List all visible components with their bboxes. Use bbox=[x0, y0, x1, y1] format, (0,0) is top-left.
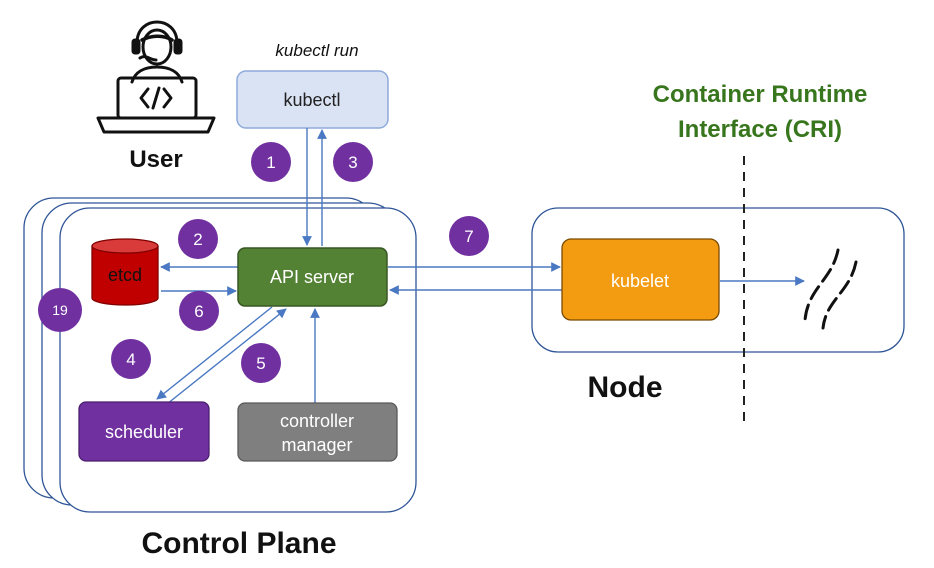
step-badge-19: 19 bbox=[38, 288, 82, 332]
cri-label-line2: Interface (CRI) bbox=[678, 116, 842, 143]
kubelet-box[interactable]: kubelet bbox=[561, 238, 720, 321]
step-badge-2: 2 bbox=[178, 219, 218, 259]
etcd-database[interactable]: etcd bbox=[91, 238, 159, 306]
step-badge-1: 1 bbox=[251, 142, 291, 182]
svg-text:3: 3 bbox=[348, 153, 357, 172]
svg-text:1: 1 bbox=[266, 153, 275, 172]
scheduler-box[interactable]: scheduler bbox=[78, 401, 210, 462]
control-plane-frames bbox=[23, 197, 417, 513]
user-label: User bbox=[129, 146, 182, 173]
cri-label-line1: Container Runtime bbox=[653, 81, 868, 108]
kubectl-box-label: kubectl bbox=[283, 90, 340, 110]
step-badge-3: 3 bbox=[333, 142, 373, 182]
svg-text:4: 4 bbox=[126, 350, 135, 369]
controller-manager-line1: controller bbox=[280, 411, 354, 431]
step-badge-6: 6 bbox=[179, 291, 219, 331]
svg-text:6: 6 bbox=[194, 302, 203, 321]
svg-text:7: 7 bbox=[464, 227, 473, 246]
svg-text:19: 19 bbox=[52, 302, 68, 318]
controller-manager-line2: manager bbox=[281, 435, 352, 455]
kubectl-box[interactable]: kubectl bbox=[236, 70, 389, 129]
svg-text:5: 5 bbox=[256, 354, 265, 373]
developer-laptop-icon bbox=[96, 20, 216, 134]
kubelet-label: kubelet bbox=[611, 271, 669, 291]
node-label: Node bbox=[588, 371, 663, 404]
container-runtime-icon bbox=[803, 248, 858, 330]
svg-text:2: 2 bbox=[193, 230, 202, 249]
kubectl-command-label: kubectl run bbox=[275, 41, 358, 60]
connectors bbox=[156, 128, 805, 405]
control-plane-label: Control Plane bbox=[141, 527, 336, 560]
etcd-label: etcd bbox=[108, 265, 142, 285]
step-badge-7: 7 bbox=[449, 216, 489, 256]
step-badge-4: 4 bbox=[111, 339, 151, 379]
api-server-box[interactable]: API server bbox=[237, 247, 388, 307]
api-server-label: API server bbox=[270, 267, 354, 287]
scheduler-label: scheduler bbox=[105, 422, 183, 442]
step-badge-5: 5 bbox=[241, 343, 281, 383]
controller-manager-box[interactable]: controller manager bbox=[237, 402, 398, 462]
